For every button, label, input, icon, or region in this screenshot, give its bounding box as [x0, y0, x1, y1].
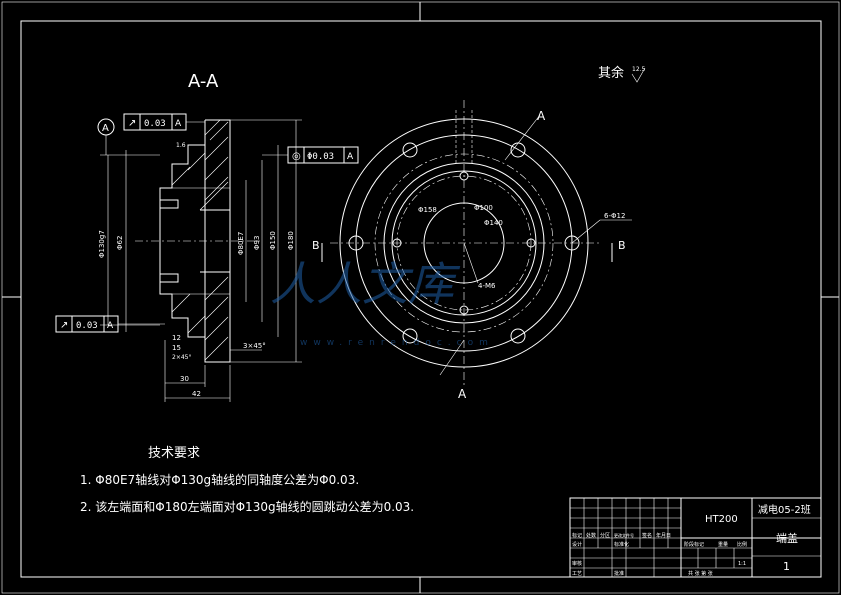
- svg-text:设计: 设计: [572, 541, 582, 548]
- hole-callout-2: 4-M6: [478, 282, 496, 290]
- svg-text:标记: 标记: [572, 532, 582, 539]
- svg-text:重量: 重量: [718, 541, 728, 548]
- svg-text:标准化: 标准化: [614, 541, 629, 548]
- svg-text:共 张 第 张: 共 张 第 张: [688, 570, 713, 577]
- dim-d5: Φ62: [116, 236, 124, 250]
- cut-label-top: A: [537, 109, 546, 123]
- dim-d3: Φ150: [269, 231, 277, 250]
- svg-text:分区: 分区: [600, 532, 610, 539]
- svg-text:0.03: 0.03: [144, 119, 166, 129]
- svg-text:A: A: [175, 119, 182, 129]
- dim-w4: 12: [172, 334, 181, 342]
- dim-w6: 3×45°: [243, 342, 266, 350]
- svg-text:1:1: 1:1: [738, 561, 746, 567]
- svg-text:Φ0.03: Φ0.03: [307, 152, 334, 162]
- dim-w1: 42: [192, 390, 201, 398]
- svg-text:更改文件号: 更改文件号: [614, 532, 634, 538]
- svg-text:0.03: 0.03: [76, 321, 98, 331]
- project-name: 减电05-2班: [758, 503, 811, 516]
- datum-a-label: A: [102, 123, 109, 134]
- material: HT200: [705, 514, 738, 525]
- svg-text:12.5: 12.5: [632, 66, 646, 73]
- sheet-number: 1: [783, 560, 790, 573]
- dim-w5: 2×45°: [172, 354, 191, 361]
- watermark: 人人文库 www.renrendoc.com: [270, 257, 494, 348]
- tech-req-title: 技术要求: [148, 446, 200, 461]
- section-hatching: [171, 119, 229, 361]
- svg-text:年月日: 年月日: [656, 532, 671, 539]
- svg-text:www.renrendoc.com: www.renrendoc.com: [300, 338, 494, 348]
- part-name: 端盖: [776, 531, 798, 545]
- svg-text:处数: 处数: [586, 532, 596, 539]
- front-view: A A B B 6-Φ12 4-M6 Φ158 Φ100 Φ140: [312, 100, 632, 401]
- tolerance-frame-1: ↗ 0.03 A: [123, 113, 205, 131]
- svg-text:↗: ↗: [60, 320, 68, 331]
- tolerance-frame-2: ◎ Φ0.03 A: [262, 146, 359, 164]
- svg-text:◎: ◎: [292, 151, 301, 162]
- svg-text:阶段标记: 阶段标记: [684, 541, 704, 548]
- svg-text:签名: 签名: [642, 532, 652, 539]
- dim-d1: Φ130g7: [98, 230, 106, 258]
- dim-d6: Φ93: [253, 236, 261, 250]
- cut-label-right: B: [618, 239, 626, 252]
- svg-text:比例: 比例: [737, 541, 747, 548]
- pcd-1: Φ158: [418, 206, 437, 214]
- dim-w7: 1.6: [176, 142, 186, 149]
- dim-w3: 15: [172, 344, 181, 352]
- dim-w2: 30: [180, 375, 189, 383]
- svg-text:批准: 批准: [614, 570, 624, 577]
- tech-req-item-1: 1. Φ80E7轴线对Φ130g轴线的同轴度公差为Φ0.03.: [80, 472, 359, 487]
- svg-text:A: A: [107, 321, 114, 331]
- cut-label-bottom: A: [458, 387, 467, 401]
- dim-d2: Φ80E7: [237, 232, 245, 255]
- tolerance-frame-3: ↗ 0.03 A: [55, 315, 165, 333]
- technical-requirements: 技术要求 1. Φ80E7轴线对Φ130g轴线的同轴度公差为Φ0.03. 2. …: [80, 446, 414, 514]
- pcd-3: Φ140: [484, 219, 503, 227]
- surface-note: 其余 12.5: [598, 65, 646, 83]
- svg-text:工艺: 工艺: [572, 571, 582, 577]
- threaded-holes-4: [392, 171, 536, 315]
- bolt-holes-6: [348, 142, 580, 344]
- hole-callout-1: 6-Φ12: [604, 212, 625, 220]
- svg-text:人人文库: 人人文库: [270, 257, 461, 311]
- svg-text:其余: 其余: [598, 65, 624, 81]
- section-view-a-a: A-A Φ130g7: [55, 71, 359, 402]
- inner-frame-border: [20, 20, 822, 578]
- pcd-2: Φ100: [474, 204, 493, 212]
- title-block: 标记 处数 分区 更改文件号 签名 年月日 设计 标准化 审核 工艺 批准 阶段…: [569, 497, 822, 578]
- svg-text:↗: ↗: [128, 118, 136, 129]
- dim-d4: Φ180: [287, 231, 295, 250]
- section-title: A-A: [188, 71, 219, 92]
- tech-req-item-2: 2. 该左端面和Φ180左端面对Φ130g轴线的圆跳动公差为0.03.: [80, 499, 414, 514]
- svg-text:A: A: [347, 152, 354, 162]
- cut-label-left: B: [312, 239, 320, 252]
- svg-text:审核: 审核: [572, 560, 582, 567]
